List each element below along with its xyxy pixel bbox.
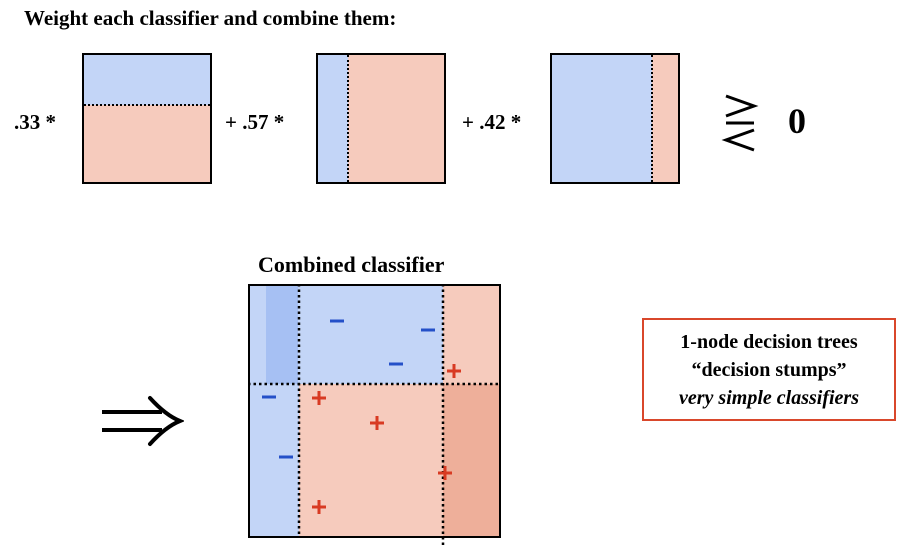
plus-marker (370, 416, 384, 430)
threshold-value: 0 (788, 101, 806, 141)
note-line-3: very simple classifiers (679, 387, 859, 409)
negative-region (552, 55, 652, 182)
decision-stumps-note: 1-node decision trees “decision stumps” … (642, 318, 896, 421)
decision-boundary (347, 55, 349, 182)
weak-classifier-1 (82, 53, 212, 184)
positive-region (84, 105, 210, 182)
negative-region (318, 55, 348, 182)
plus-marker (312, 500, 326, 514)
weight-label-2: + .57 * (225, 110, 285, 134)
positive-region (299, 384, 443, 538)
classifier-border (248, 284, 501, 538)
weight-label-1: .33 * (14, 110, 56, 134)
plus-marker (447, 364, 461, 378)
weight-label-3: + .42 * (462, 110, 522, 134)
decision-boundary (84, 104, 210, 106)
combined-classifier-title: Combined classifier (258, 252, 445, 277)
combined-classifier (248, 284, 501, 548)
positive-region (443, 284, 501, 384)
negative-markers (262, 319, 435, 459)
strong-negative-region (266, 284, 298, 384)
plus-marker (438, 466, 452, 480)
note-line-2: “decision stumps” (691, 359, 847, 381)
negative-region (248, 384, 299, 538)
plus-marker (312, 391, 326, 405)
positive-region (348, 55, 444, 182)
positive-markers (312, 364, 461, 514)
decision-boundary (651, 55, 653, 182)
negative-region (84, 55, 210, 105)
greater-or-less-equal-icon (721, 94, 759, 152)
heading: Weight each classifier and combine them: (24, 6, 397, 30)
note-line-1: 1-node decision trees (680, 331, 858, 353)
strong-positive-region (443, 384, 501, 538)
weak-classifier-3 (550, 53, 680, 184)
positive-region (652, 55, 678, 182)
weak-classifier-2 (316, 53, 446, 184)
double-right-arrow-icon (102, 396, 184, 446)
